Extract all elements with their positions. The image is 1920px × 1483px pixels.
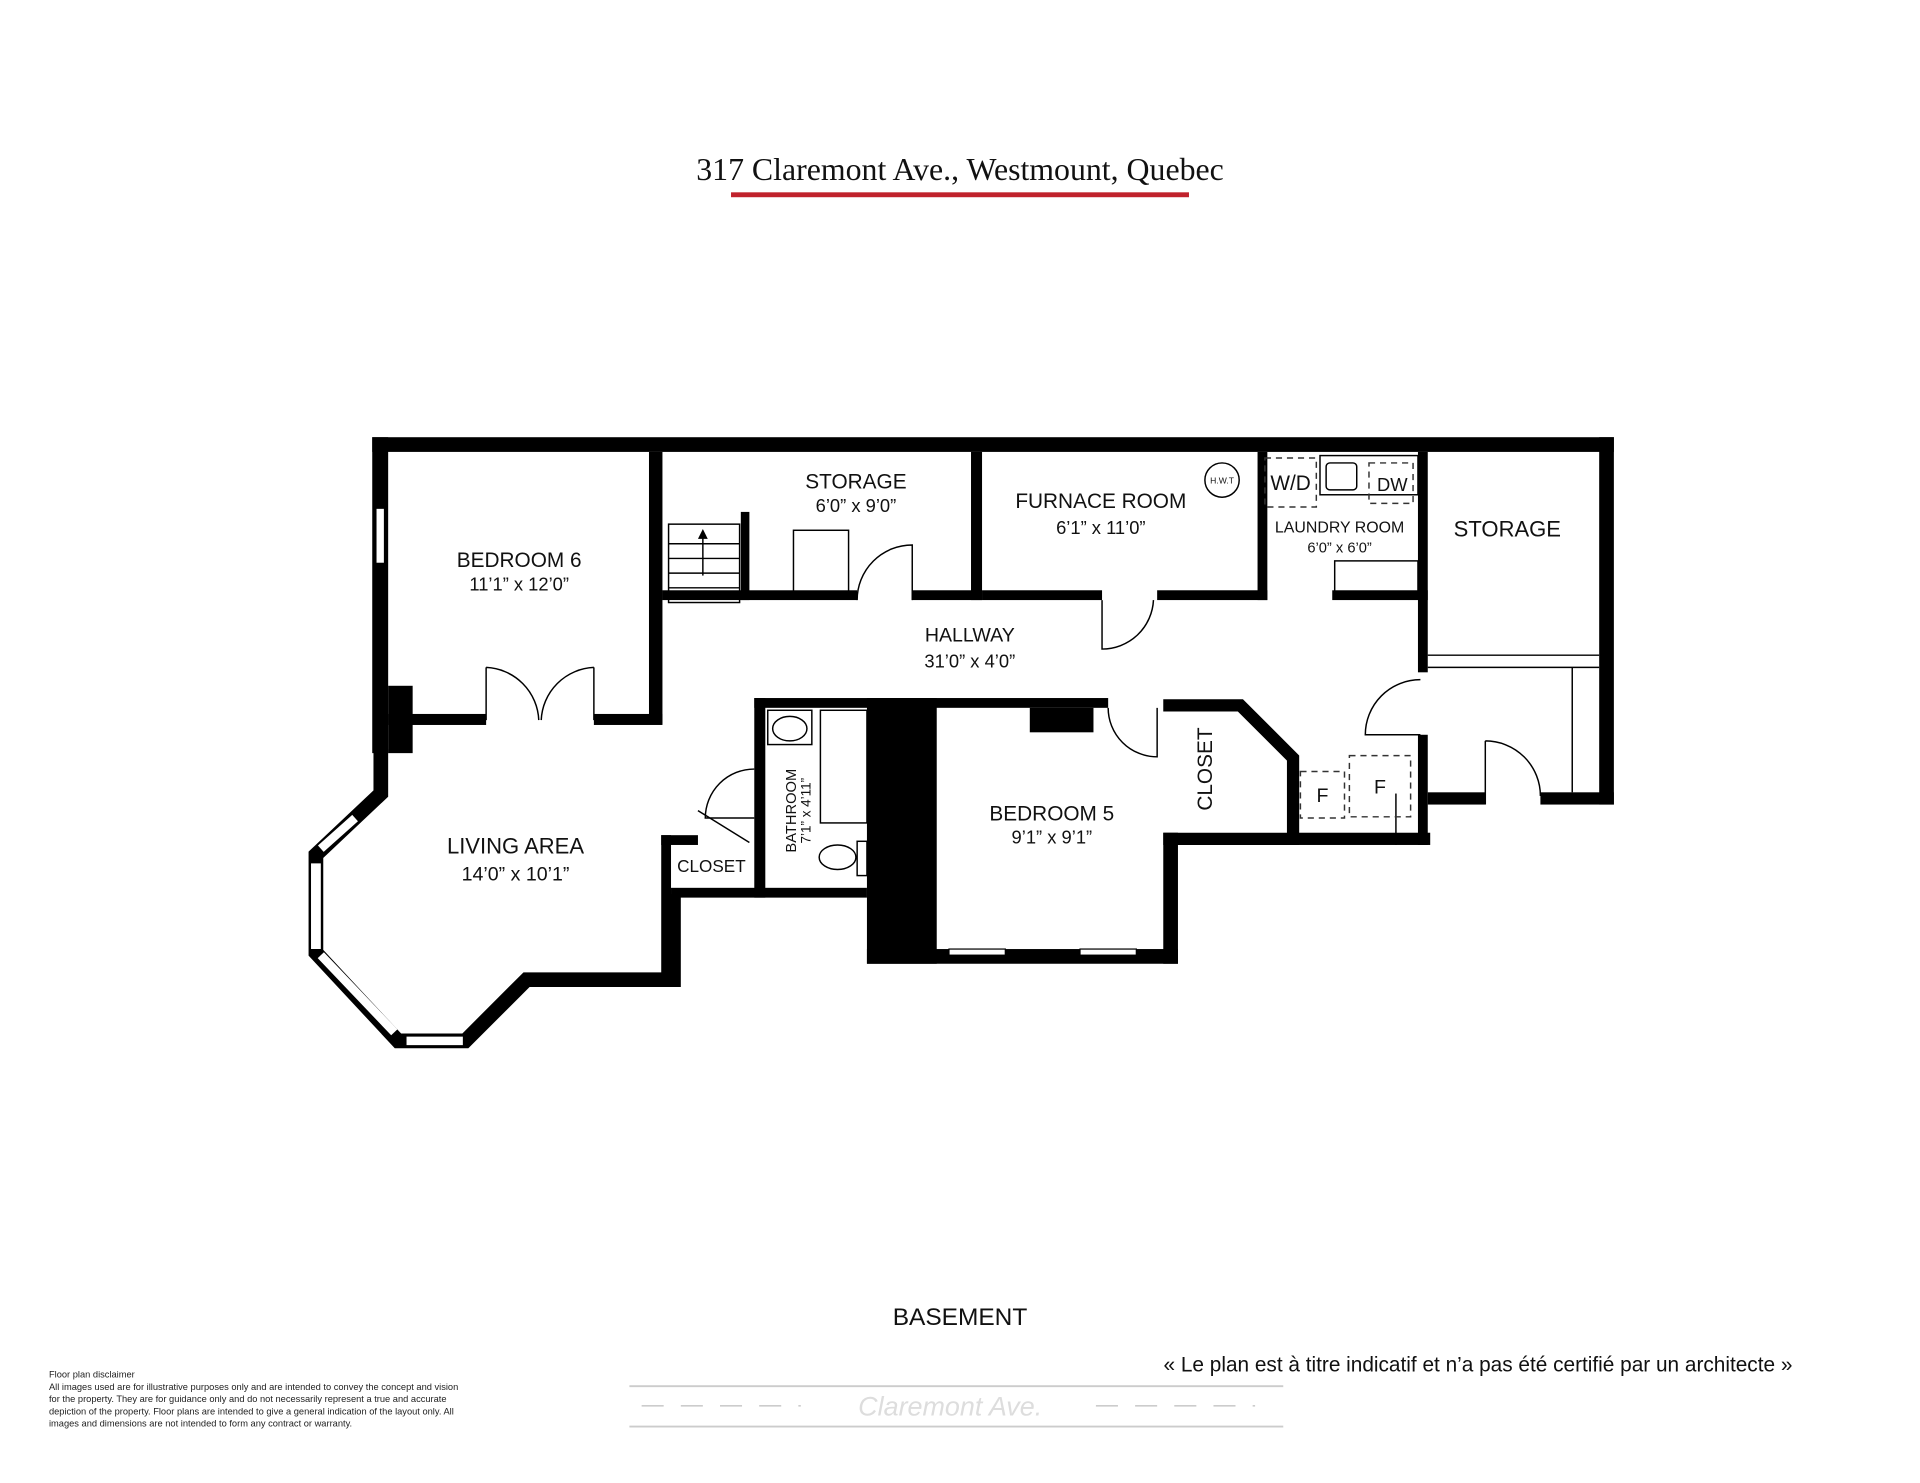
- room-name: STORAGE: [1454, 516, 1561, 541]
- bathtub-icon: [819, 709, 868, 824]
- room-size: 31’0” x 4’0”: [924, 650, 1015, 671]
- hwt-label: H.W.T: [1210, 476, 1235, 486]
- water-heater-icon: [1204, 462, 1240, 498]
- room-name: CLOSET: [677, 856, 746, 876]
- room-size: 9’1” x 9’1”: [1012, 827, 1093, 848]
- room-labels: BEDROOM 6 11’1” x 12’0” STORAGE 6’0” x 9…: [447, 471, 1561, 886]
- walls: [308, 437, 1614, 1049]
- disclaimer-line: All images used are for illustrative pur…: [49, 1382, 458, 1392]
- toilet-icon: [818, 844, 857, 871]
- sink-icon: [767, 709, 813, 746]
- room-name: STORAGE: [805, 471, 906, 494]
- room-size: 14’0” x 10’1”: [462, 863, 570, 885]
- room-name: BEDROOM 5: [989, 802, 1114, 825]
- dw-label: DW: [1377, 474, 1408, 495]
- page-title: 317 Claremont Ave., Westmount, Quebec: [696, 152, 1224, 187]
- stairs-icon: [668, 529, 740, 589]
- room-name: FURNACE ROOM: [1015, 490, 1186, 513]
- room-name: BEDROOM 6: [457, 549, 582, 572]
- disclaimer-line: depiction of the property. Floor plans a…: [49, 1406, 454, 1416]
- disclaimer: Floor plan disclaimer All images used ar…: [49, 1370, 458, 1429]
- room-size: 6’0” x 9’0”: [816, 495, 897, 516]
- furnace-f1-icon: [1299, 770, 1346, 819]
- f1-label: F: [1316, 785, 1328, 807]
- room-name: BATHROOM: [784, 769, 800, 853]
- room-name: HALLWAY: [925, 625, 1015, 647]
- room-size: 6’1” x 11’0”: [1056, 517, 1145, 538]
- disclaimer-line: images and dimensions are not intended t…: [49, 1419, 352, 1429]
- room-name: LIVING AREA: [447, 834, 584, 859]
- furnace-f2-icon: [1348, 754, 1412, 818]
- doors: [485, 544, 1542, 845]
- wd-label: W/D: [1270, 472, 1310, 495]
- sink-icon: [1325, 462, 1358, 491]
- street-marker: Claremont Ave.: [629, 1385, 1284, 1428]
- room-size: 6’0” x 6’0”: [1307, 540, 1372, 556]
- dishwasher-icon: [1368, 462, 1414, 505]
- floor-label: BASEMENT: [893, 1304, 1028, 1331]
- room-name: LAUNDRY ROOM: [1275, 520, 1404, 537]
- room-name: CLOSET: [1194, 727, 1217, 811]
- washer-dryer-icon: [1264, 457, 1318, 508]
- room-size: 7’1” x 4’11”: [799, 778, 814, 844]
- certification-notice: « Le plan est à titre indicatif et n’a p…: [1164, 1354, 1793, 1377]
- title-underline: [731, 192, 1189, 198]
- f2-label: F: [1374, 777, 1386, 799]
- room-size: 11’1” x 12’0”: [469, 573, 569, 594]
- street-name: Claremont Ave.: [858, 1392, 1042, 1422]
- fixtures: H.W.T W/D DW F F: [668, 454, 1419, 877]
- toilet-tank-icon: [856, 840, 868, 877]
- disclaimer-title: Floor plan disclaimer: [49, 1370, 135, 1380]
- disclaimer-line: for the property. They are for guidance …: [49, 1394, 447, 1404]
